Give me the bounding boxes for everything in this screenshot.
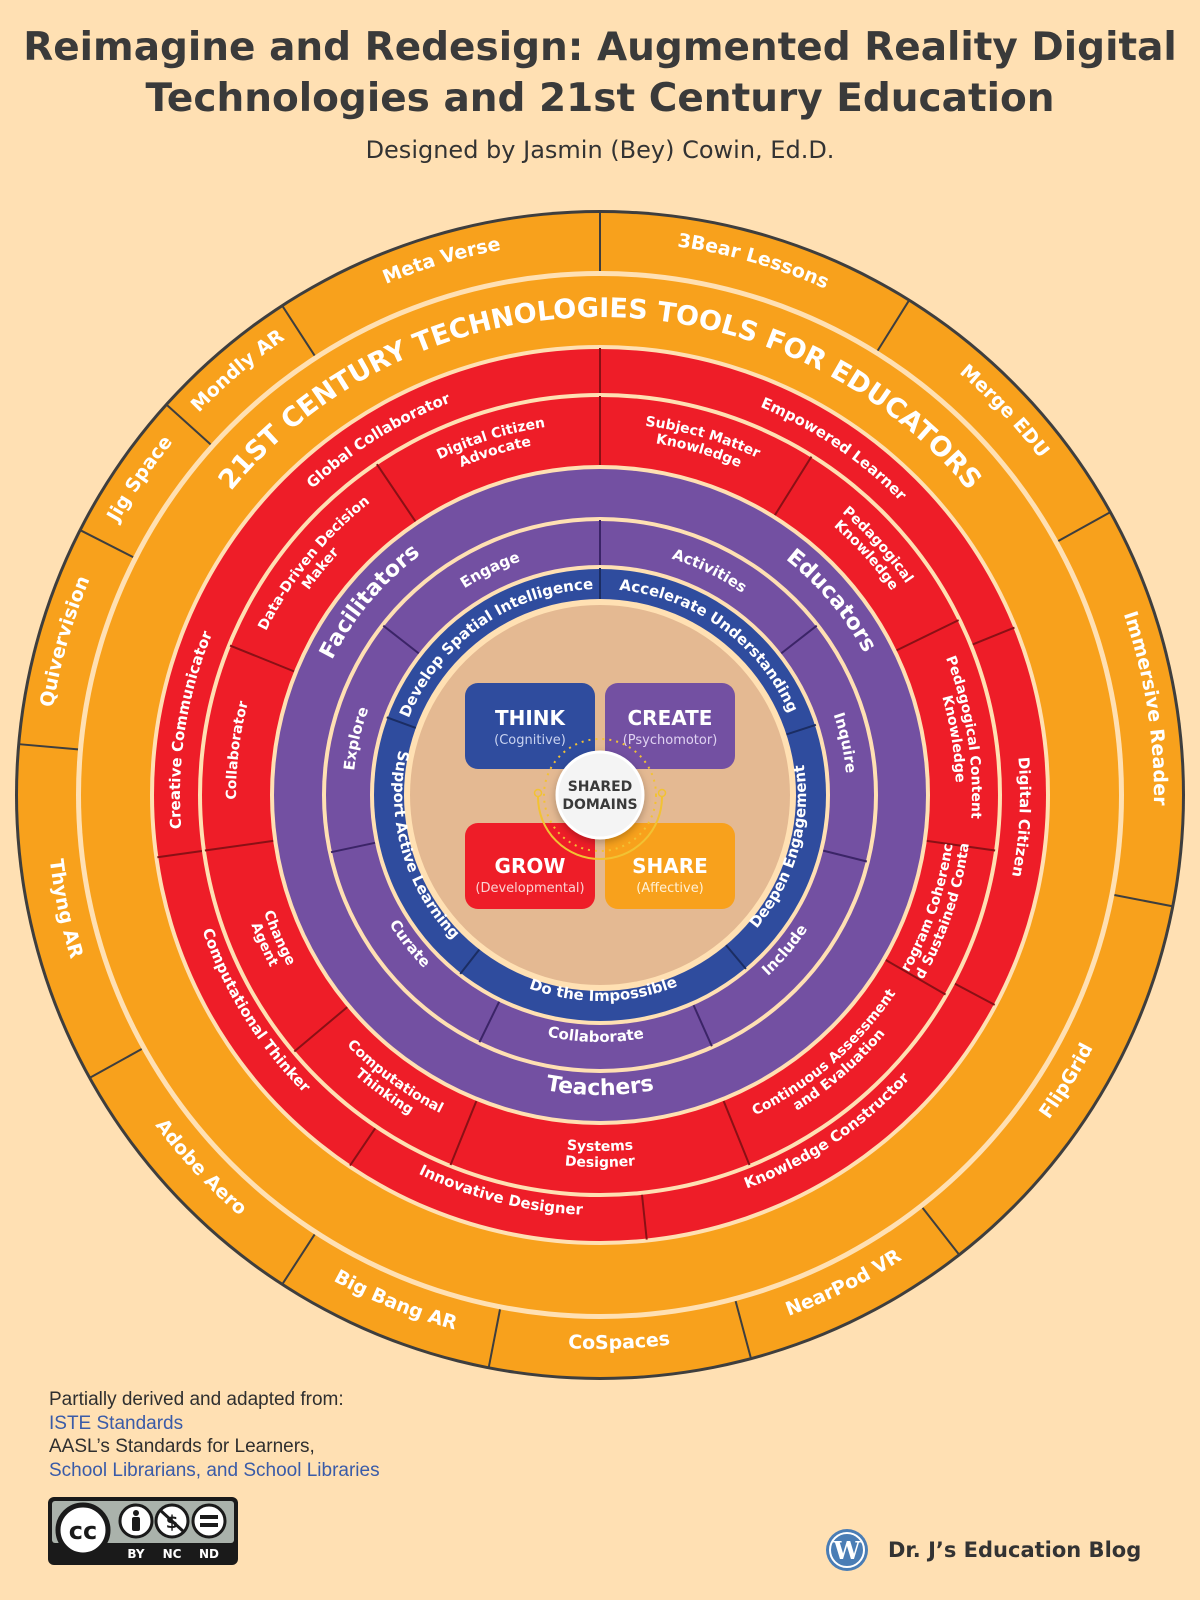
- domain-think-label: THINK: [495, 706, 567, 730]
- domain-share-label: SHARE: [632, 854, 708, 878]
- outcome-divider-3: [725, 944, 747, 970]
- action-divider-3: [822, 849, 868, 863]
- domain-grow-label: GROW: [495, 854, 566, 878]
- domain-think: THINK (Cognitive): [465, 683, 595, 769]
- license-nd-label: ND: [199, 1547, 219, 1561]
- tool-divider-4: [1057, 511, 1111, 542]
- outcome-divider-2: [786, 723, 817, 736]
- tool-divider-10: [89, 1048, 143, 1079]
- tool-divider-1: [281, 305, 316, 357]
- tool-divider-8: [487, 1309, 501, 1368]
- school-libraries-link[interactable]: School Librarians, and School Libraries: [49, 1459, 380, 1481]
- domain-grow-sub: (Developmental): [475, 881, 584, 896]
- domain-create: CREATE (Psychomotor): [605, 683, 735, 769]
- wordpress-icon: W: [826, 1529, 868, 1571]
- blog-brand[interactable]: W Dr. J’s Education Blog: [824, 1527, 1141, 1573]
- license-by-label: BY: [127, 1547, 144, 1561]
- outcome-divider-5: [386, 716, 417, 729]
- domains-arc-ornament: [537, 796, 663, 860]
- page-title: Reimagine and Redesign: Augmented Realit…: [23, 25, 1177, 121]
- tool-divider-11: [19, 743, 79, 751]
- cc-license-badge[interactable]: cc $ BY NC ND: [48, 1497, 238, 1565]
- tool-divider-5: [1114, 894, 1173, 908]
- domain-grow-box: [465, 823, 595, 909]
- knowledge-systems-designer-line-2: Designer: [564, 1153, 635, 1171]
- iste-standards-link[interactable]: ISTE Standards: [49, 1412, 184, 1434]
- tool-divider-12: [80, 529, 134, 558]
- knowledge-divider-9: [204, 839, 274, 852]
- page-subtitle: Designed by Jasmin (Bey) Cowin, Ed.D.: [365, 136, 835, 164]
- shared-domains-core: THINK (Cognitive) CREATE (Psychomotor) G…: [465, 683, 735, 909]
- knowledge-divider-7: [449, 1100, 478, 1166]
- blog-label[interactable]: Dr. J’s Education Blog: [888, 1538, 1142, 1562]
- knowledge-divider-11: [376, 463, 417, 522]
- tool-divider-13: [166, 404, 212, 446]
- domain-think-box: [465, 683, 595, 769]
- iste-divider-3: [954, 982, 996, 1006]
- action-divider-2: [780, 624, 818, 655]
- action-divider-4: [692, 1004, 713, 1047]
- license-nc-label: NC: [163, 1547, 182, 1561]
- knowledge-divider-3: [896, 619, 960, 652]
- domains-dotted-ring: [543, 738, 657, 852]
- by-icon: [118, 1503, 154, 1539]
- iste-divider-2: [972, 626, 1015, 646]
- knowledge-divider-8: [293, 1006, 348, 1053]
- shared-domains-line-1: SHARED: [568, 779, 633, 795]
- credits-intro: Partially derived and adapted from:: [49, 1389, 344, 1410]
- nd-icon: [191, 1503, 227, 1539]
- action-divider-6: [330, 841, 376, 854]
- domain-share: SHARE (Affective): [605, 823, 735, 909]
- role-teachers: Teachers: [545, 1071, 656, 1101]
- iste-divider-6: [157, 849, 203, 859]
- knowledge-divider-5: [885, 959, 947, 996]
- domain-share-sub: (Affective): [636, 881, 704, 896]
- wordpress-logo-letter: W: [833, 1536, 862, 1565]
- action-divider-5: [478, 1001, 501, 1043]
- header: Reimagine and Redesign: Augmented Realit…: [0, 22, 1200, 164]
- knowledge-divider-2: [774, 456, 813, 516]
- shared-domains-badge: [555, 750, 645, 840]
- credits: Partially derived and adapted from: ISTE…: [49, 1388, 380, 1482]
- credits-aasl: AASL’s Standards for Learners,: [49, 1436, 315, 1457]
- domain-share-box: [605, 823, 735, 909]
- tool-divider-9: [281, 1233, 316, 1285]
- nc-icon: $: [154, 1503, 190, 1539]
- ornament-dot-right: [657, 788, 667, 798]
- domain-think-sub: (Cognitive): [494, 733, 566, 748]
- iste-divider-5: [349, 1127, 377, 1167]
- tool-divider-3: [876, 300, 910, 352]
- knowledge-systems-designer-line-1: Systems: [566, 1138, 633, 1156]
- tool-cospaces: CoSpaces: [568, 1328, 671, 1354]
- action-divider-7: [382, 624, 420, 655]
- tool-divider-7: [734, 1300, 752, 1359]
- ornament-dot-left: [533, 788, 543, 798]
- knowledge-divider-10: [229, 644, 295, 673]
- cc-icon: [55, 1502, 111, 1558]
- domain-grow: GROW (Developmental): [465, 823, 595, 909]
- domain-create-sub: (Psychomotor): [623, 733, 718, 748]
- knowledge-divider-4: [926, 839, 996, 852]
- domain-create-label: CREATE: [628, 706, 713, 730]
- iste-divider-4: [641, 1194, 648, 1240]
- tool-divider-6: [921, 1207, 960, 1256]
- cc-icon-text: cc: [69, 1517, 97, 1545]
- outcome-divider-4: [459, 948, 481, 975]
- domain-create-box: [605, 683, 735, 769]
- shared-domains-line-2: DOMAINS: [562, 797, 637, 813]
- knowledge-divider-6: [722, 1100, 751, 1166]
- action-collaborate: Collaborate: [546, 1023, 645, 1046]
